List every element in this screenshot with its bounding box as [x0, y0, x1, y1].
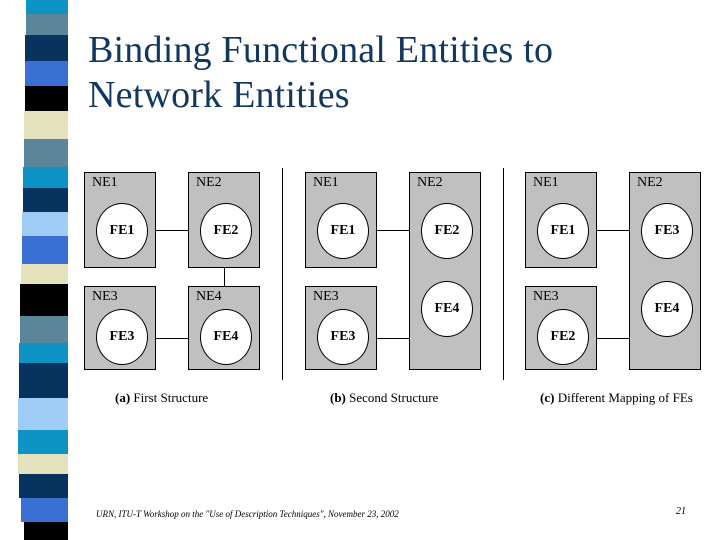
caption-b: (b) Second Structure — [330, 390, 438, 406]
divider-a-b — [282, 168, 283, 380]
stripe-band-15 — [19, 363, 68, 398]
caption-c: (c) Different Mapping of FEs — [540, 390, 693, 406]
page-title-line-1: Binding Functional Entities to — [88, 29, 554, 71]
fe-node-a-ne2-1[interactable]: FE2 — [200, 203, 252, 259]
fe-label: FE2 — [434, 223, 460, 238]
stripe-band-21 — [24, 522, 68, 540]
stripe-band-4 — [25, 86, 68, 111]
fe-label: FE4 — [654, 301, 680, 316]
ne-label: NE2 — [196, 175, 222, 190]
fe-label: FE2 — [550, 329, 576, 344]
connector-a-link-ne3-ne4 — [156, 338, 188, 339]
stripe-band-20 — [21, 498, 68, 522]
fe-node-c-ne3-1[interactable]: FE2 — [537, 309, 589, 365]
stripe-band-11 — [21, 264, 68, 284]
ne-label: NE3 — [313, 289, 339, 304]
fe-node-c-ne2-2[interactable]: FE4 — [641, 281, 693, 337]
fe-label: FE1 — [330, 223, 356, 238]
stripe-band-12 — [20, 284, 68, 316]
fe-node-a-ne3-1[interactable]: FE3 — [96, 309, 148, 365]
stripe-band-5 — [24, 111, 68, 139]
caption-prefix: (b) — [330, 390, 346, 405]
fe-label: FE4 — [213, 329, 239, 344]
connector-c-link-ne3-ne2 — [597, 338, 629, 339]
caption-prefix: (a) — [115, 390, 131, 405]
fe-label: FE2 — [213, 223, 239, 238]
fe-node-c-ne1-1[interactable]: FE1 — [537, 203, 589, 259]
footer-note: URN, ITU-T Workshop on the "Use of Descr… — [96, 509, 399, 519]
stripe-band-3 — [25, 61, 68, 86]
ne-label: NE1 — [313, 175, 339, 190]
fe-node-b-ne1-1[interactable]: FE1 — [317, 203, 369, 259]
decorative-color-stripe — [0, 0, 80, 540]
fe-node-a-ne4-1[interactable]: FE4 — [200, 309, 252, 365]
stripe-band-14 — [19, 343, 68, 363]
stripe-band-19 — [19, 474, 68, 498]
connector-b-link-ne1-ne2 — [377, 230, 409, 231]
stripe-band-2 — [25, 35, 68, 61]
fe-label: FE4 — [434, 301, 460, 316]
connector-a-link-ne1-ne2 — [156, 230, 188, 231]
page-number: 21 — [676, 506, 686, 517]
caption-a: (a) First Structure — [115, 390, 208, 406]
fe-label: FE1 — [550, 223, 576, 238]
caption-text: Different Mapping of FEs — [554, 390, 693, 405]
ne-label: NE2 — [417, 175, 443, 190]
ne-label: NE1 — [92, 175, 118, 190]
ne-label: NE1 — [533, 175, 559, 190]
fe-node-b-ne2-2[interactable]: FE4 — [421, 281, 473, 337]
ne-label: NE2 — [637, 175, 663, 190]
fe-node-a-ne1-1[interactable]: FE1 — [96, 203, 148, 259]
stripe-band-0 — [26, 0, 68, 14]
page-title: Binding Functional Entities to Network E… — [88, 28, 648, 118]
stripe-band-7 — [23, 167, 68, 188]
ne-label: NE4 — [196, 289, 222, 304]
stripe-band-1 — [26, 14, 68, 35]
fe-node-c-ne2-1[interactable]: FE3 — [641, 203, 693, 259]
fe-label: FE3 — [654, 223, 680, 238]
caption-text: Second Structure — [345, 390, 439, 405]
connector-c-link-ne1-ne2 — [597, 230, 629, 231]
connector-b-link-ne3-ne2 — [377, 338, 409, 339]
stripe-band-8 — [23, 188, 68, 212]
stripe-band-13 — [20, 316, 68, 343]
fe-label: FE3 — [330, 329, 356, 344]
stripe-band-6 — [24, 139, 68, 167]
connector-a-link-ne2-ne4 — [224, 268, 225, 286]
caption-text: First Structure — [130, 390, 209, 405]
stripe-band-9 — [22, 212, 68, 236]
fe-label: FE1 — [109, 223, 135, 238]
stripe-band-17 — [18, 430, 68, 454]
page-title-line-2: Network Entities — [88, 73, 350, 116]
stripe-band-18 — [18, 454, 68, 474]
stripe-band-16 — [18, 398, 68, 430]
ne-label: NE3 — [92, 289, 118, 304]
fe-label: FE3 — [109, 329, 135, 344]
caption-prefix: (c) — [540, 390, 555, 405]
divider-b-c — [503, 168, 504, 380]
ne-label: NE3 — [533, 289, 559, 304]
fe-node-b-ne3-1[interactable]: FE3 — [317, 309, 369, 365]
stripe-band-10 — [22, 236, 68, 264]
fe-node-b-ne2-1[interactable]: FE2 — [421, 203, 473, 259]
